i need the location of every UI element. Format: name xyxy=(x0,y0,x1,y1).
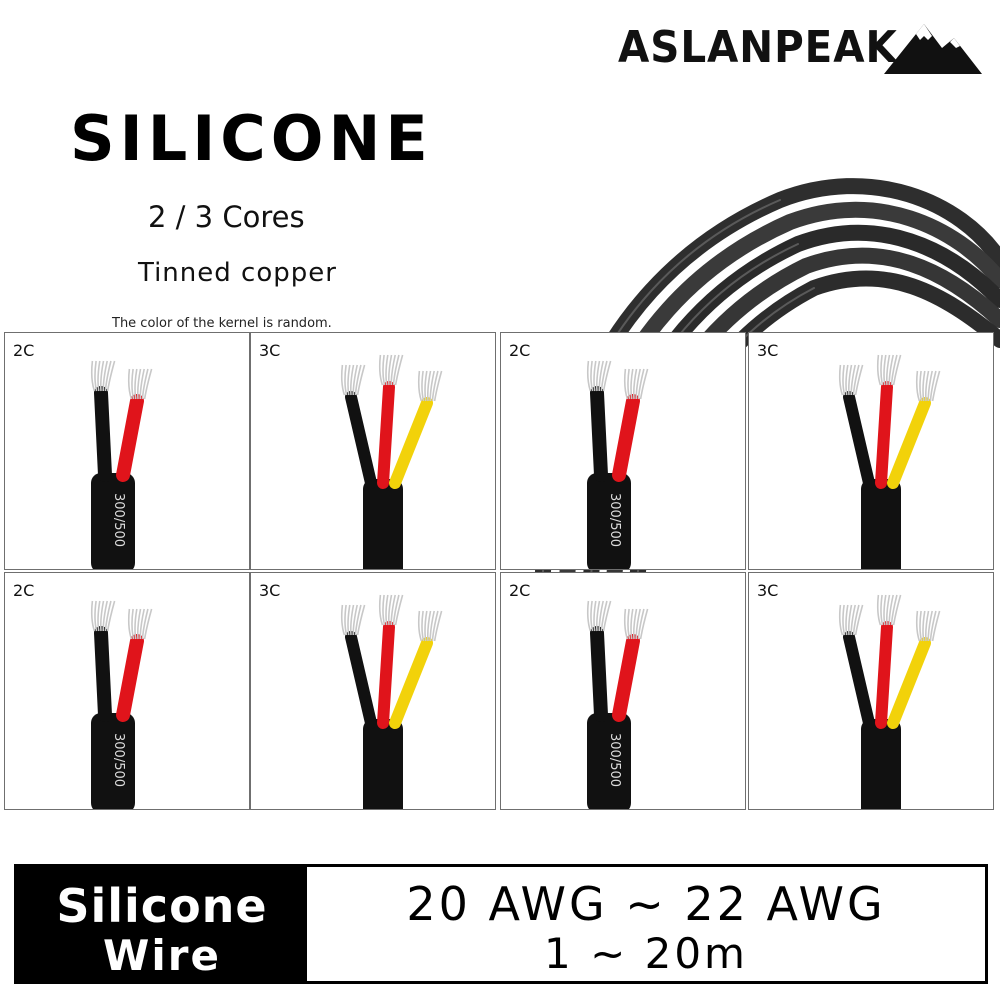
banner-length-range: 1 ~ 20m xyxy=(544,929,748,978)
product-cell-2c: 2C 300/500 xyxy=(500,332,746,570)
cell-core-label: 3C xyxy=(757,341,779,360)
product-grid: 2C 300/500 3C 2C 300/500 xyxy=(4,332,998,810)
two-core-cable-icon: 300/500 xyxy=(586,360,649,569)
cell-core-label: 3C xyxy=(259,581,281,600)
product-cell-3c: 3C xyxy=(250,332,496,570)
material-subtitle: Tinned copper xyxy=(138,258,337,288)
product-cell-3c: 3C xyxy=(748,332,994,570)
product-cell-2c: 2C 300/500 xyxy=(4,572,250,810)
brand-header: ASLANPEAK xyxy=(618,18,988,78)
mountain-icon xyxy=(884,24,982,74)
two-core-cable-icon: 300/500 xyxy=(90,600,153,809)
product-cell-2c: 2C 300/500 xyxy=(4,332,250,570)
three-core-cable-icon xyxy=(340,594,443,809)
product-cell-3c: 3C xyxy=(748,572,994,810)
product-cell-2c: 2C 300/500 xyxy=(500,572,746,810)
svg-text:300/500: 300/500 xyxy=(111,733,126,787)
cell-core-label: 2C xyxy=(509,341,531,360)
banner-product-name: Silicone Wire xyxy=(17,867,307,981)
two-core-cable-icon: 300/500 xyxy=(90,360,153,569)
page-title: SILICONE xyxy=(70,102,433,175)
svg-text:300/500: 300/500 xyxy=(111,493,126,547)
three-core-cable-icon xyxy=(838,354,941,569)
banner-left-line1: Silicone xyxy=(56,879,268,933)
svg-text:300/500: 300/500 xyxy=(607,733,622,787)
two-core-cable-icon: 300/500 xyxy=(586,600,649,809)
spec-banner: Silicone Wire 20 AWG ~ 22 AWG 1 ~ 20m xyxy=(14,864,988,984)
banner-specs: 20 AWG ~ 22 AWG 1 ~ 20m xyxy=(307,867,985,981)
three-core-cable-icon xyxy=(340,354,443,569)
brand-name: ASLANPEAK xyxy=(618,22,898,73)
product-cell-3c: 3C xyxy=(250,572,496,810)
color-note: The color of the kernel is random. xyxy=(112,316,332,331)
banner-left-line2: Wire xyxy=(103,931,221,980)
cell-core-label: 2C xyxy=(509,581,531,600)
cell-core-label: 2C xyxy=(13,341,35,360)
cores-subtitle: 2 / 3 Cores xyxy=(148,200,305,234)
cell-core-label: 3C xyxy=(757,581,779,600)
svg-text:300/500: 300/500 xyxy=(607,493,622,547)
cell-core-label: 2C xyxy=(13,581,35,600)
cell-core-label: 3C xyxy=(259,341,281,360)
three-core-cable-icon xyxy=(838,594,941,809)
banner-gauge-range: 20 AWG ~ 22 AWG xyxy=(406,877,886,931)
